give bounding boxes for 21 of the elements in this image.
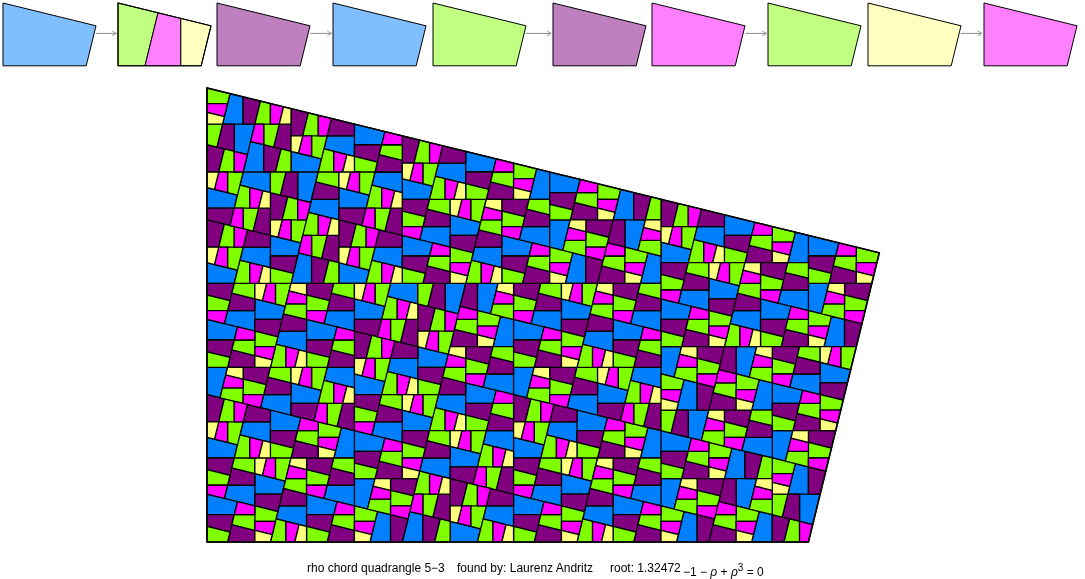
quadrangle-tile <box>982 2 1078 68</box>
arrow <box>525 30 552 37</box>
quadrangle-tile <box>332 2 428 68</box>
quadrangle-piece <box>144 12 182 67</box>
arrow <box>745 30 767 37</box>
quadrangle-piece <box>180 18 212 67</box>
quadrangle-tile <box>1 2 97 68</box>
quadrangle-tile <box>767 2 863 68</box>
dissected-quadrangle <box>117 2 213 68</box>
credit-text: found by: Laurenz Andritz <box>457 561 594 575</box>
caption-text: rho chord quadrangle 5−3 <box>307 561 445 575</box>
quadrangle-tile <box>431 2 527 68</box>
quadrangle-tile <box>651 2 747 68</box>
arrow <box>95 30 117 37</box>
quadrangle-tile <box>216 2 312 68</box>
quadrangle-tile <box>866 2 962 68</box>
arrow <box>309 30 332 37</box>
root-value: root: 1.32472 <box>610 561 681 575</box>
quadrangle-tile <box>552 2 648 68</box>
arrow <box>960 30 983 37</box>
equation-text: −1 − ρ + ρ$^{3}$ = 0 <box>683 561 764 579</box>
